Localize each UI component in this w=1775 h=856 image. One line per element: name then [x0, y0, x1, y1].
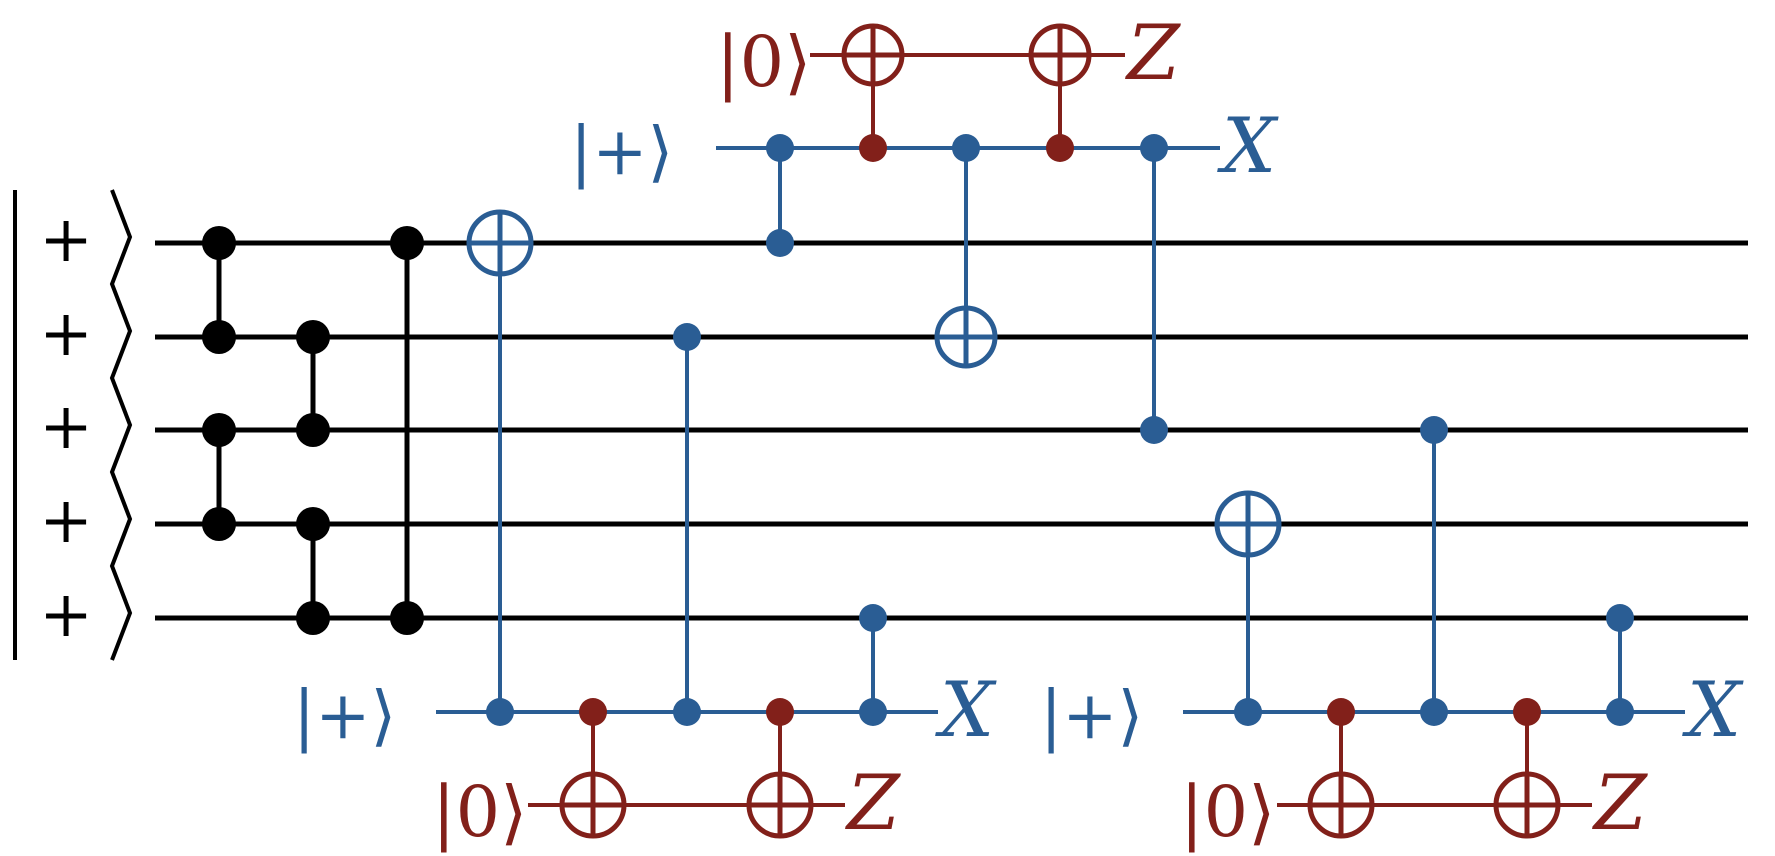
ket-zero-bottom-right: |0⟩: [1180, 771, 1275, 853]
ket-angle-right: [109, 189, 133, 661]
ket-zero-bottom-left: |0⟩: [432, 771, 527, 853]
control-dot: [296, 601, 330, 635]
control-dot-red: [1327, 698, 1355, 726]
target-red: [559, 771, 627, 839]
control-dot-red: [859, 134, 887, 162]
control-dot-blue: [1606, 604, 1634, 632]
ket-plus-bottom-right: |+⟩: [1040, 677, 1143, 754]
target-blue: [1214, 490, 1282, 558]
qubit-state-plus: +: [39, 297, 93, 371]
control-dot: [390, 226, 424, 260]
control-dot: [202, 320, 236, 354]
qubit-state-plus: +: [39, 203, 93, 277]
measure-z-bottom-right: Z: [1592, 758, 1648, 847]
qubit-state-plus: +: [39, 484, 93, 558]
control-dot: [296, 413, 330, 447]
control-dot-red: [1513, 698, 1541, 726]
control-dot-blue: [1606, 698, 1634, 726]
control-dot-blue: [673, 698, 701, 726]
control-dot-red: [579, 698, 607, 726]
control-dot-blue: [766, 134, 794, 162]
control-dot-blue: [1234, 698, 1262, 726]
control-dot: [390, 601, 424, 635]
control-dot-blue: [1420, 416, 1448, 444]
control-dot-blue: [766, 229, 794, 257]
control-dot-blue: [1140, 134, 1168, 162]
measure-x-bottom-left: X: [935, 665, 997, 754]
qubit-state-plus: +: [39, 390, 93, 464]
control-dot-blue: [859, 698, 887, 726]
control-dot-red: [1046, 134, 1074, 162]
gates: [202, 23, 1634, 839]
measure-z-bottom-left: Z: [845, 758, 901, 847]
control-dot-blue: [952, 134, 980, 162]
qubit-state-plus: +: [39, 578, 93, 652]
control-dot: [202, 226, 236, 260]
target-blue: [466, 209, 534, 277]
measure-x-bottom-right: X: [1682, 665, 1744, 754]
control-dot: [296, 320, 330, 354]
target-red: [841, 23, 905, 87]
target-red: [746, 771, 814, 839]
control-dot: [296, 507, 330, 541]
control-dot-blue: [1140, 416, 1168, 444]
control-dot: [202, 413, 236, 447]
ket-plus-bottom-left: |+⟩: [293, 677, 396, 754]
target-red: [1028, 23, 1092, 87]
control-dot: [202, 507, 236, 541]
measure-z-top: Z: [1125, 8, 1181, 97]
control-dot-blue: [1420, 698, 1448, 726]
ket-plus-top: |+⟩: [570, 113, 673, 190]
ket-zero-top: |0⟩: [716, 21, 811, 103]
control-dot-blue: [859, 604, 887, 632]
target-blue: [934, 305, 998, 369]
measure-x-top: X: [1217, 101, 1279, 190]
control-dot-blue: [673, 323, 701, 351]
target-red: [1493, 771, 1561, 839]
wires: [13, 53, 1748, 807]
control-dot-red: [766, 698, 794, 726]
target-red: [1307, 771, 1375, 839]
control-dot-blue: [486, 698, 514, 726]
